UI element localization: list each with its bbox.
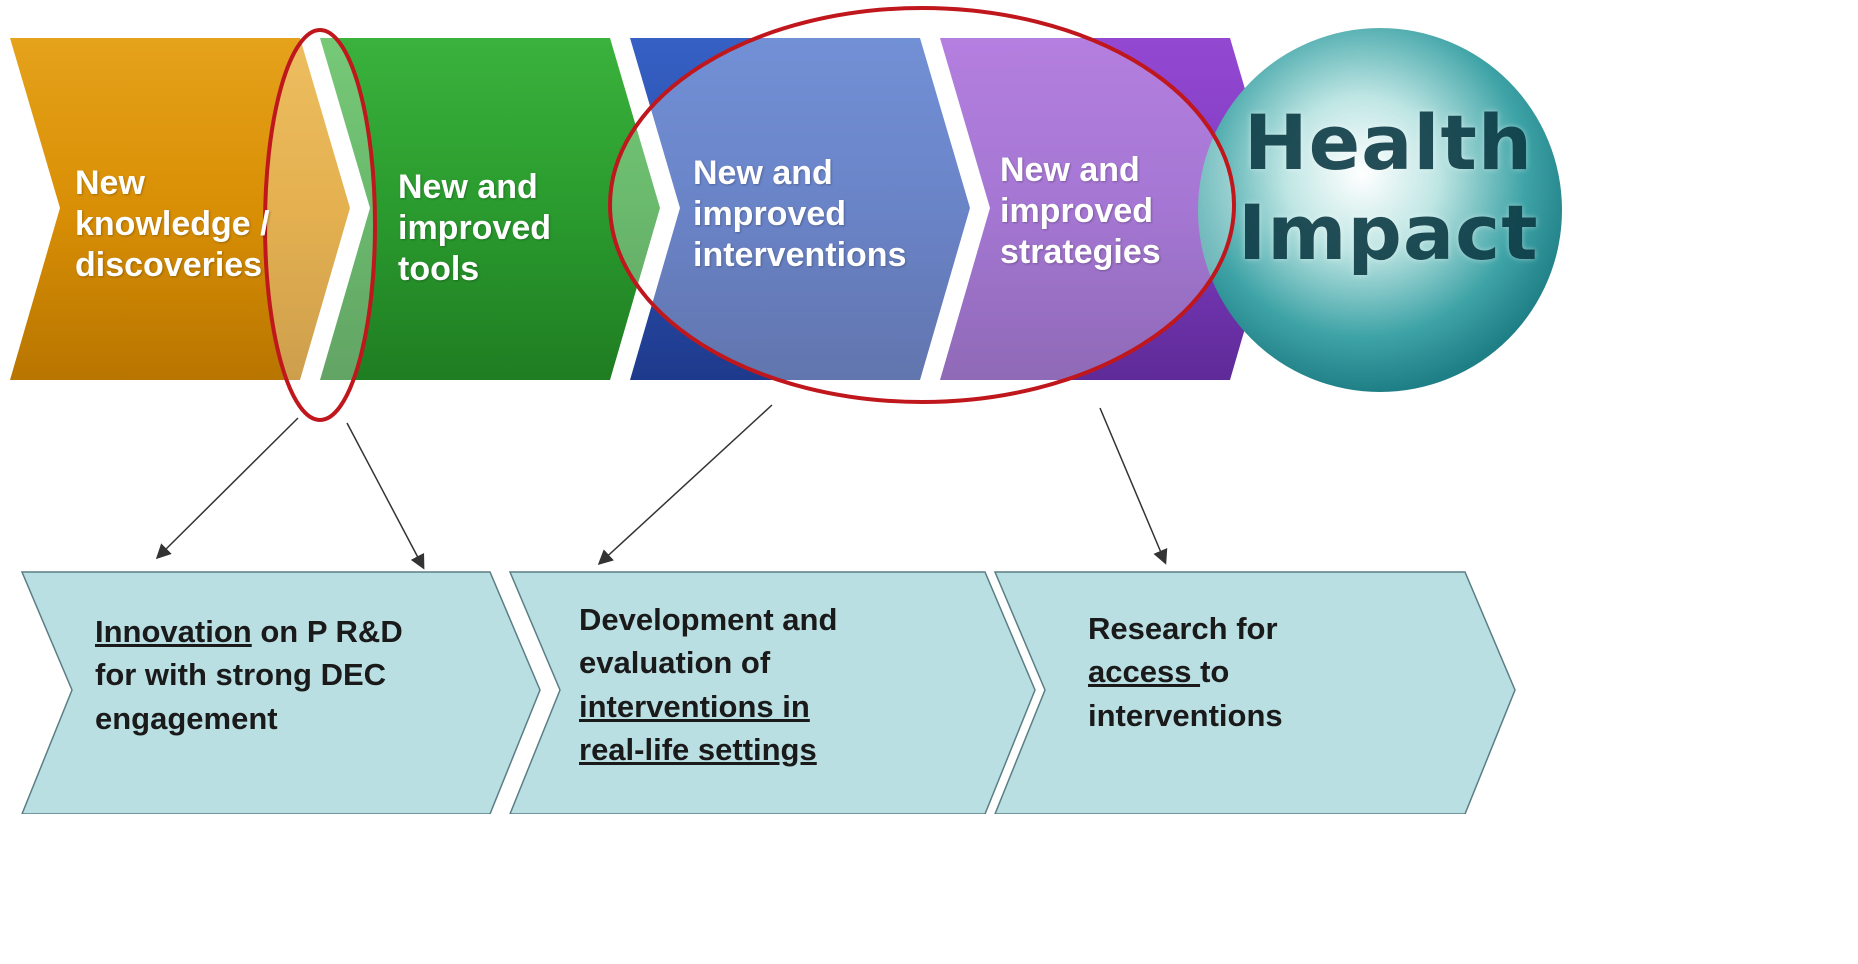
area-label-line: interventions in	[579, 685, 837, 728]
stage-label-strategies: New and improved strategies	[1000, 150, 1161, 272]
stage-label-line: New and	[1000, 151, 1140, 189]
arrow-to-innovation-b	[346, 422, 425, 570]
highlight-ellipse-knowledge	[263, 28, 377, 422]
chevron-strategies	[940, 38, 1280, 380]
area-label-segment: Research for	[1088, 611, 1278, 646]
area-label-line: evaluation of	[579, 641, 837, 684]
stage-label-line: New	[75, 164, 145, 202]
area-chevrons	[20, 571, 1516, 815]
area-label-line: Innovation on P R&D	[95, 610, 403, 653]
stage-label-line: New and	[398, 168, 538, 206]
chevron-interventions	[630, 38, 970, 380]
area-label-segment: to	[1200, 654, 1230, 690]
area-label-segment: Innovation	[95, 614, 252, 649]
stage-chevrons	[10, 38, 1280, 380]
area-label-line: real-life settings	[579, 728, 837, 771]
area-label-line: Research for	[1088, 607, 1283, 650]
stage-label-line: tools	[398, 249, 480, 288]
area-label-segment: real-life settings	[579, 732, 817, 768]
area-label-segment: evaluation of	[579, 645, 771, 681]
connector-arrows	[155, 404, 1168, 570]
area-label-segment: engagement	[95, 700, 278, 736]
diagram-graphics	[10, 6, 1562, 815]
area-label-line: access to	[1088, 650, 1283, 693]
area-label-segment: for with strong DEC	[95, 657, 387, 693]
diagram: Health Impact New knowledge / discoverie…	[10, 6, 1562, 815]
stage-label-line: New and	[693, 154, 833, 192]
area-label-line: for with strong DEC	[95, 653, 403, 696]
highlight-ellipse-interventions	[608, 6, 1236, 404]
chevron-tools	[320, 38, 660, 380]
area-label-innovation: Innovation on P R&D for with strong DEC …	[95, 610, 403, 740]
health-impact-globe	[1198, 28, 1562, 392]
stage-label-interventions: New and improved interventions	[693, 153, 906, 275]
stage-label-line: knowledge /	[75, 204, 270, 243]
area-label-development: Development and evaluation of interventi…	[579, 598, 837, 772]
stage-label-knowledge: New knowledge / discoveries	[75, 163, 270, 285]
arrow-to-access	[1099, 407, 1168, 565]
arrow-to-development	[597, 404, 773, 566]
area-label-line: interventions	[1088, 694, 1283, 737]
stage-label-line: improved	[693, 194, 847, 233]
area-label-line: Development and	[579, 598, 837, 641]
highlight-fill-right	[610, 8, 1234, 402]
stage-label-line: improved	[1000, 191, 1154, 230]
stage-label-tools: New and improved tools	[398, 167, 551, 289]
area-label-segment: interventions	[1088, 697, 1283, 733]
stage-label-line: discoveries	[75, 245, 263, 284]
stage-label-line: interventions	[693, 235, 907, 274]
area-label-segment: interventions in	[579, 688, 810, 724]
highlight-fill-left	[265, 30, 375, 420]
stage-label-line: improved	[398, 208, 552, 247]
area-label-segment: access	[1088, 654, 1201, 690]
arrow-to-innovation-a	[155, 417, 299, 560]
chevron-knowledge	[10, 38, 350, 380]
area-label-access: Research for access to interventions	[1088, 607, 1283, 737]
area-label-segment: Development and	[579, 602, 838, 637]
area-label-segment: on P R&D	[251, 614, 403, 649]
stage-label-line: strategies	[1000, 232, 1161, 271]
health-impact-title: Health	[1244, 98, 1533, 187]
area-label-line: engagement	[95, 697, 403, 740]
health-impact-subtitle: Impact	[1238, 188, 1539, 277]
